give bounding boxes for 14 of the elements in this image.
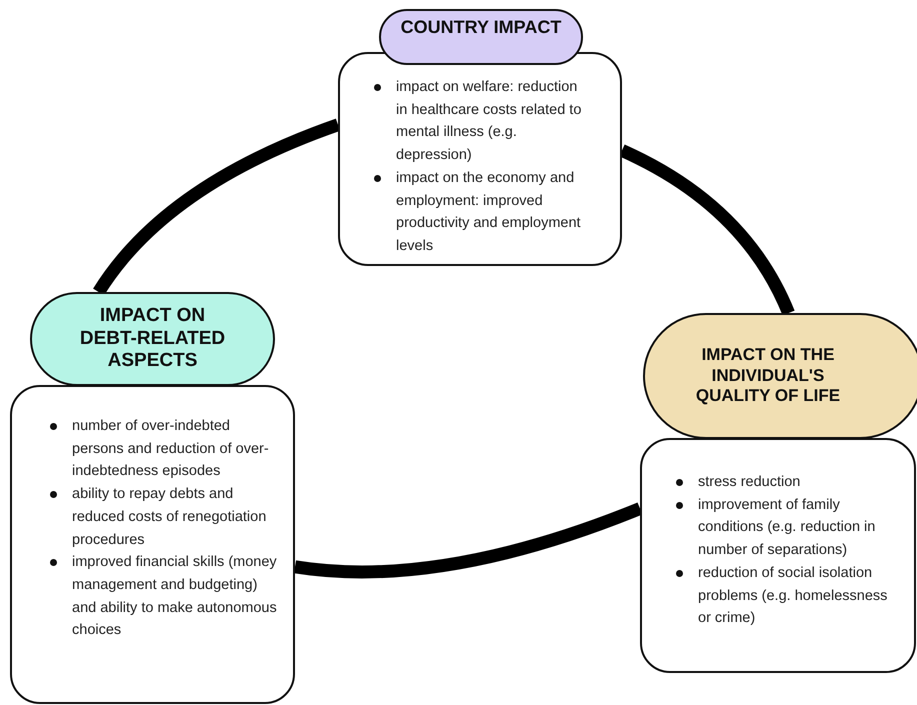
heading-text: COUNTRY IMPACT — [400, 17, 562, 39]
heading-text: IMPACT ON THE INDIVIDUAL'S QUALITY OF LIFE — [694, 345, 842, 407]
content-card — [10, 385, 295, 704]
bullet-item: stress reduction — [672, 471, 900, 494]
bullet-item: improved financial skills (money management and budgeting) and ability to make autonomous choices — [46, 551, 279, 642]
bullet-item: reduction of social isolation problems (e.g. homelessness or crime) — [672, 562, 900, 630]
connector-arc — [294, 502, 642, 578]
bullet-item: improvement of family conditions (e.g. reduction in number of separations) — [672, 494, 900, 562]
heading-pill — [643, 313, 917, 439]
content-card — [640, 438, 916, 673]
bullet-item: impact on welfare: reduction in healthcare costs related to mental illness (e.g. depression) — [370, 76, 586, 167]
heading-text: IMPACT ON DEBT-RELATED ASPECTS — [78, 304, 226, 374]
content-card — [338, 52, 622, 266]
bullet-item: impact on the economy and employment: improved productivity and employment levels — [370, 166, 586, 258]
